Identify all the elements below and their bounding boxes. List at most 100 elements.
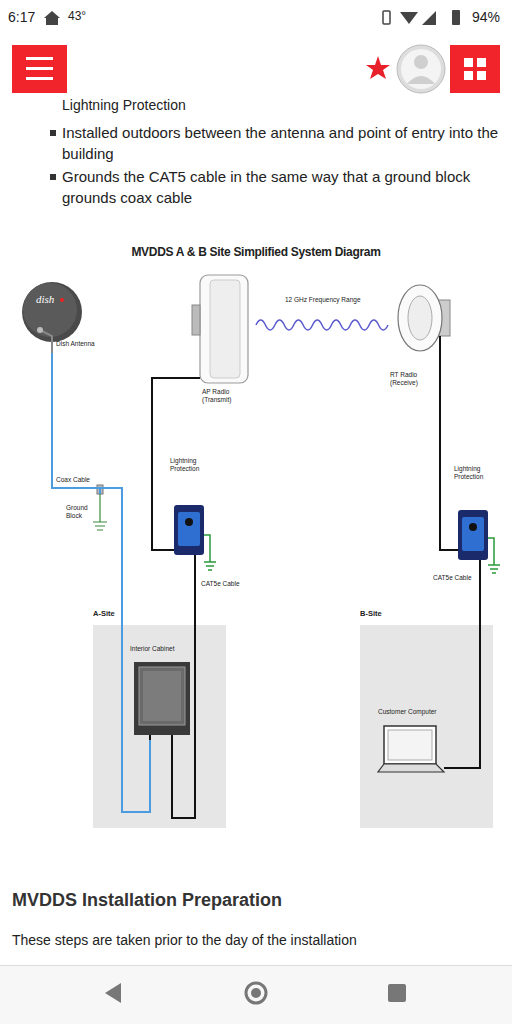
ap-radio (190, 377, 200, 379)
dish-antenna (22, 282, 82, 342)
dish-antenna (23, 283, 77, 337)
nav-bar (246, 983, 266, 1003)
nav-bar (251, 988, 261, 998)
laptop-computer (384, 726, 436, 764)
status-icons (44, 11, 60, 25)
bullet-marks (50, 130, 56, 136)
status-temperature: 43° (68, 10, 86, 24)
node-label: B-Site (360, 609, 382, 618)
site-regions (93, 625, 493, 828)
header-bar (477, 71, 486, 80)
interior-cabinet (134, 662, 190, 735)
laptop-computer (378, 726, 444, 772)
interior-cabinet (150, 735, 172, 740)
nav-bar (388, 984, 406, 1002)
site-region: B-SiteCustomer Computer (360, 625, 493, 828)
node-label: Lightning Protection (454, 465, 494, 481)
site-region: A-SiteInterior Cabinet (93, 625, 226, 828)
cable-connector (172, 559, 195, 818)
radio-node: RT Radio (Receive) (388, 283, 450, 398)
node-label: A-Site (93, 609, 115, 618)
rt-radio (398, 285, 442, 351)
header-bar (12, 45, 67, 93)
node-label: Lightning Protection (170, 457, 210, 473)
lightning-protector-b (452, 510, 500, 573)
ground-block-node: Ground Block (62, 494, 108, 538)
node-label: Ground Block (66, 504, 92, 520)
lightning-protector-a (168, 505, 216, 570)
body-text: These steps are taken prior to the day o… (12, 932, 502, 948)
cabinet-node: Interior Cabinet (128, 645, 198, 740)
brand-logo: dish (36, 293, 54, 306)
site-regions (93, 625, 226, 828)
bullet-marks (50, 130, 56, 180)
radio-node: AP Radio (Transmit) (190, 273, 256, 415)
nav-bar (105, 983, 121, 1003)
interior-cabinet (139, 667, 185, 725)
nav-bar (0, 965, 512, 1024)
header-bar (397, 45, 445, 93)
interior-cabinet (143, 671, 181, 721)
edge-label: Coax Cable (55, 476, 91, 483)
status-battery: 94% (472, 9, 500, 25)
ap-radio (200, 275, 248, 383)
ground-block (93, 494, 107, 530)
header-bar (26, 67, 53, 70)
header-bar (26, 57, 53, 60)
edge-label: CAT5e Cable (432, 574, 473, 581)
ap-radio (210, 280, 240, 378)
lightning-protector-a (174, 505, 204, 555)
section-heading: MVDDS Installation Preparation (12, 890, 502, 911)
status-icons (422, 11, 436, 25)
status-time: 6:17 (8, 9, 35, 25)
diagram-title: MVDDS A & B Site Simplified System Diagr… (56, 246, 456, 260)
header-bar (477, 58, 486, 67)
lightning-protector-b (458, 510, 488, 560)
cable-connector (52, 353, 100, 494)
lightning-protector-a (204, 535, 216, 570)
lightning-protector-b (462, 517, 484, 551)
lightning-protector-b (469, 523, 477, 531)
node-label: AP Radio (Transmit) (202, 388, 246, 404)
rt-radio (439, 336, 441, 398)
header-bar (366, 56, 390, 79)
antenna-node: Dish Antenna (20, 283, 109, 353)
lightning-protector-b (488, 538, 500, 573)
node-label: Interior Cabinet (130, 645, 174, 653)
node-label: Customer Computer (378, 708, 437, 716)
status-icons (44, 10, 460, 25)
dish-antenna (37, 327, 43, 333)
edge-label: 12 GHz Frequency Range (284, 296, 362, 303)
lightning-protector-a (178, 512, 200, 546)
header-bar (407, 76, 435, 84)
bullet-text: Installed outdoors between the antenna a… (62, 122, 502, 164)
header-bar (401, 49, 441, 89)
nav-bar (0, 965, 512, 966)
wireless-link (256, 320, 388, 330)
header-bar (450, 45, 500, 93)
site-regions (360, 625, 493, 828)
lightning-protector-a (185, 518, 193, 526)
computer-node: Customer Computer (376, 708, 444, 772)
bullet-text: Grounds the CAT5 cable in the same way t… (62, 166, 502, 208)
rt-radio (408, 296, 432, 340)
section-heading: Lightning Protection (62, 97, 362, 113)
dish-antenna (40, 330, 52, 353)
node-label: RT Radio (Receive) (390, 371, 430, 387)
cable-connector (440, 398, 452, 550)
status-icons (452, 10, 460, 25)
node-label: Dish Antenna (56, 340, 108, 348)
header-bar (12, 45, 500, 93)
lightning-protector-a (168, 550, 195, 559)
cable-connector (444, 563, 480, 768)
interior-cabinet (134, 662, 190, 740)
edge-label: CAT5e Cable (200, 580, 241, 587)
laptop-computer (388, 730, 432, 760)
nav-bar (0, 965, 512, 1024)
lightning-protector-b (452, 550, 480, 563)
header-bar (26, 77, 53, 80)
header-bar (464, 58, 473, 67)
protector-node: Lightning Protection (452, 463, 496, 563)
bullet-marks (50, 174, 56, 180)
